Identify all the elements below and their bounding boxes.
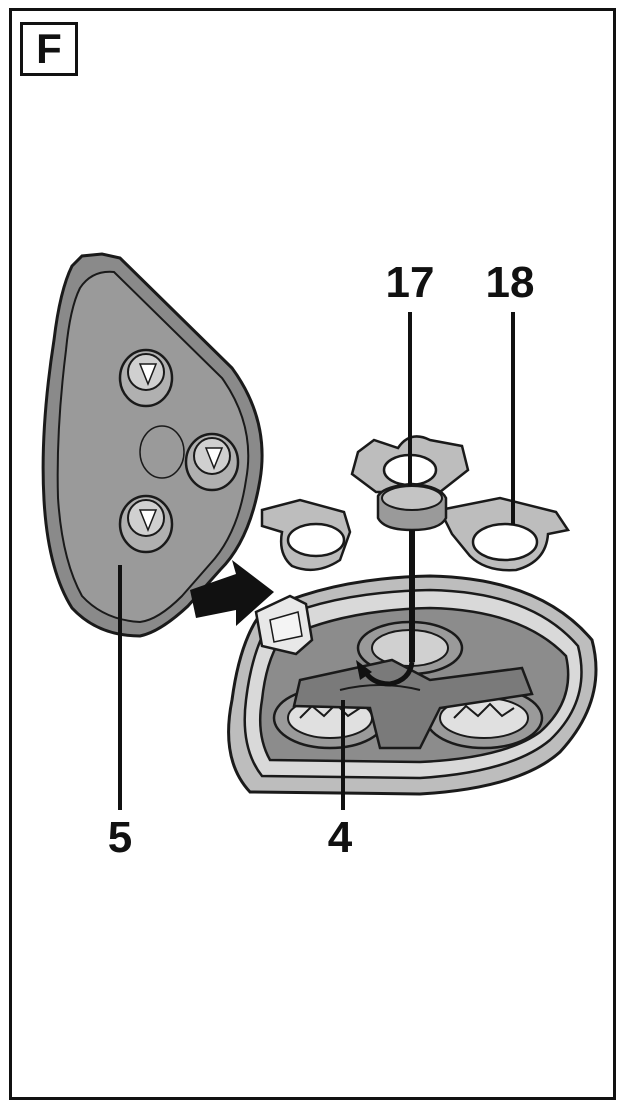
- retaining-clip: [254, 594, 314, 656]
- part-18-retaining-frame: [260, 435, 571, 572]
- cover-socket-1: [118, 348, 174, 408]
- direction-arrow: [190, 560, 274, 626]
- part-17-center-knob: [376, 482, 448, 532]
- illustration-frame: [9, 8, 616, 1100]
- cover-socket-3: [118, 494, 174, 554]
- part-5-cover-plate: [41, 252, 264, 638]
- callout-17: 17: [386, 258, 435, 307]
- panel-letter-box: F: [20, 22, 78, 76]
- cover-socket-2: [184, 432, 240, 492]
- rotate-arrow: [356, 530, 415, 687]
- callout-5: 5: [108, 813, 132, 862]
- panel-letter: F: [36, 25, 62, 72]
- callout-18: 18: [486, 258, 535, 307]
- callout-4: 4: [328, 813, 353, 862]
